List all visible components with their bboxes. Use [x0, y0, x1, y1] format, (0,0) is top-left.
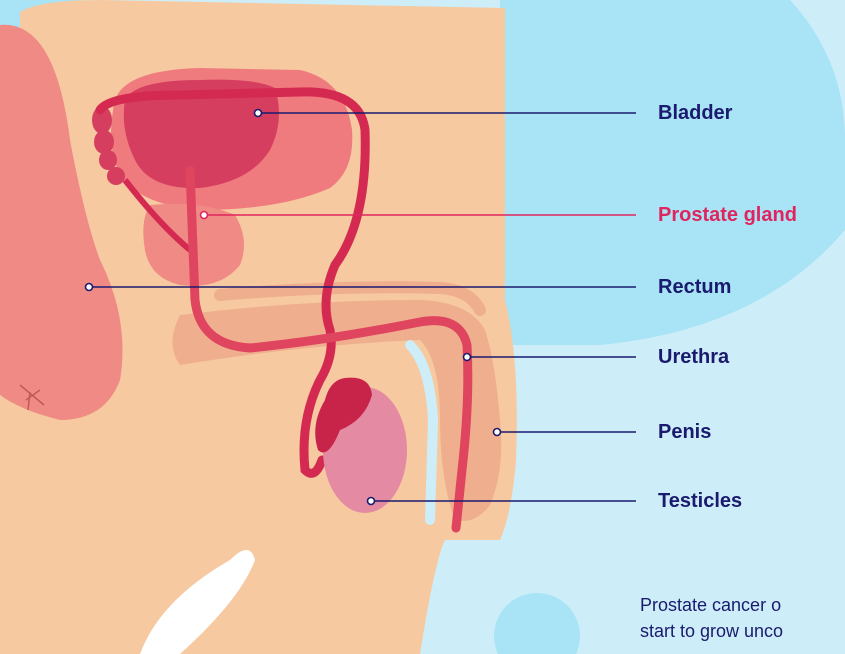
caption-text: Prostate cancer o start to grow unco — [640, 592, 845, 644]
dot-testicles — [368, 498, 375, 505]
background-dot — [494, 593, 580, 654]
dot-urethra — [464, 354, 471, 361]
dot-penis — [494, 429, 501, 436]
dot-prostate — [201, 212, 208, 219]
caption-line-1: Prostate cancer o — [640, 592, 845, 618]
label-prostate-gland: Prostate gland — [658, 203, 797, 227]
label-rectum: Rectum — [658, 275, 731, 299]
label-penis: Penis — [658, 420, 711, 444]
label-bladder: Bladder — [658, 101, 732, 125]
label-testicles: Testicles — [658, 489, 742, 513]
label-urethra: Urethra — [658, 345, 729, 369]
dot-rectum — [86, 284, 93, 291]
caption-line-2: start to grow unco — [640, 618, 845, 644]
dot-bladder — [255, 110, 262, 117]
